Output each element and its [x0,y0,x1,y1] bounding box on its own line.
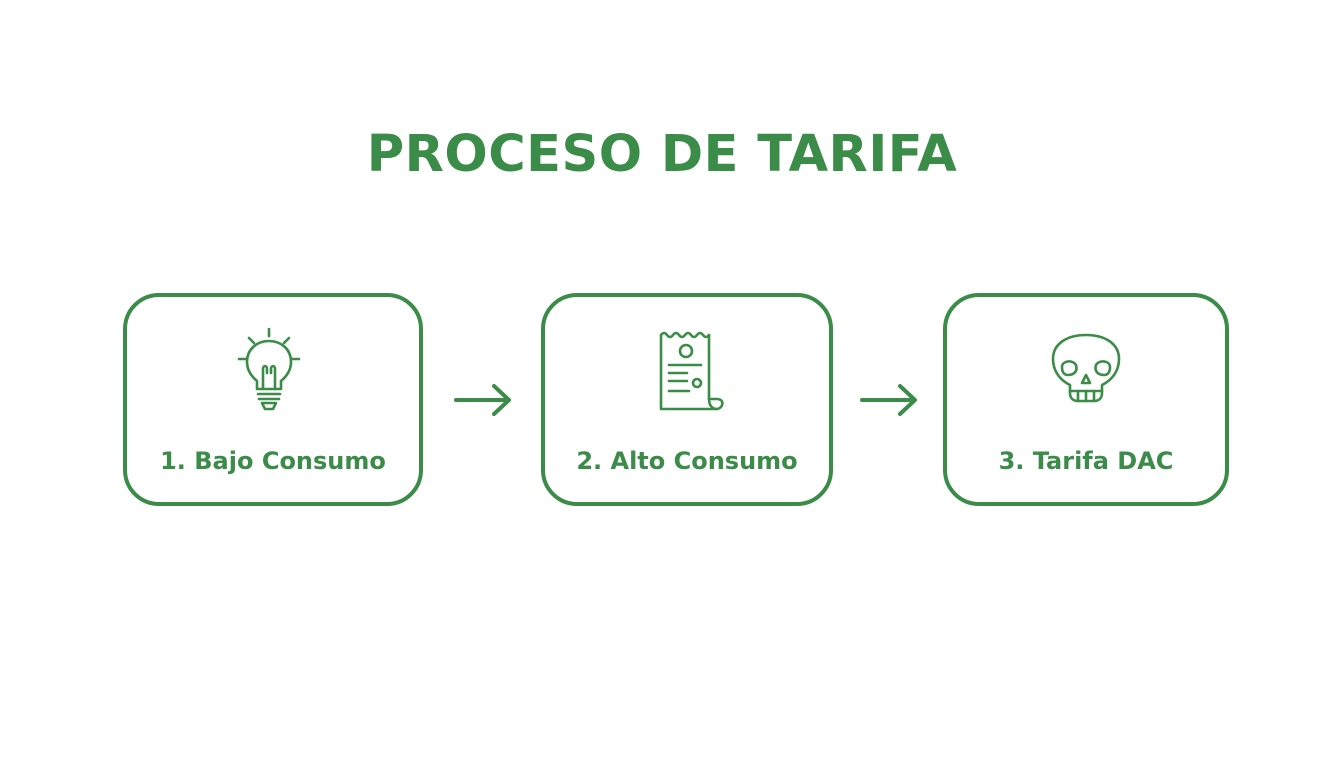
step-box-bajo-consumo: 1. Bajo Consumo [123,293,423,506]
step-box-tarifa-dac: 3. Tarifa DAC [943,293,1229,506]
step-label: 2. Alto Consumo [576,447,798,475]
arrow-right-icon [454,384,511,416]
arrow-right-icon [860,384,917,416]
lightbulb-icon [127,327,419,419]
step-label: 3. Tarifa DAC [998,447,1174,475]
receipt-icon [545,327,829,419]
page-title: PROCESO DE TARIFA [366,125,958,184]
step-box-alto-consumo: 2. Alto Consumo [541,293,833,506]
skull-icon [947,327,1225,419]
step-label: 1. Bajo Consumo [160,447,386,475]
